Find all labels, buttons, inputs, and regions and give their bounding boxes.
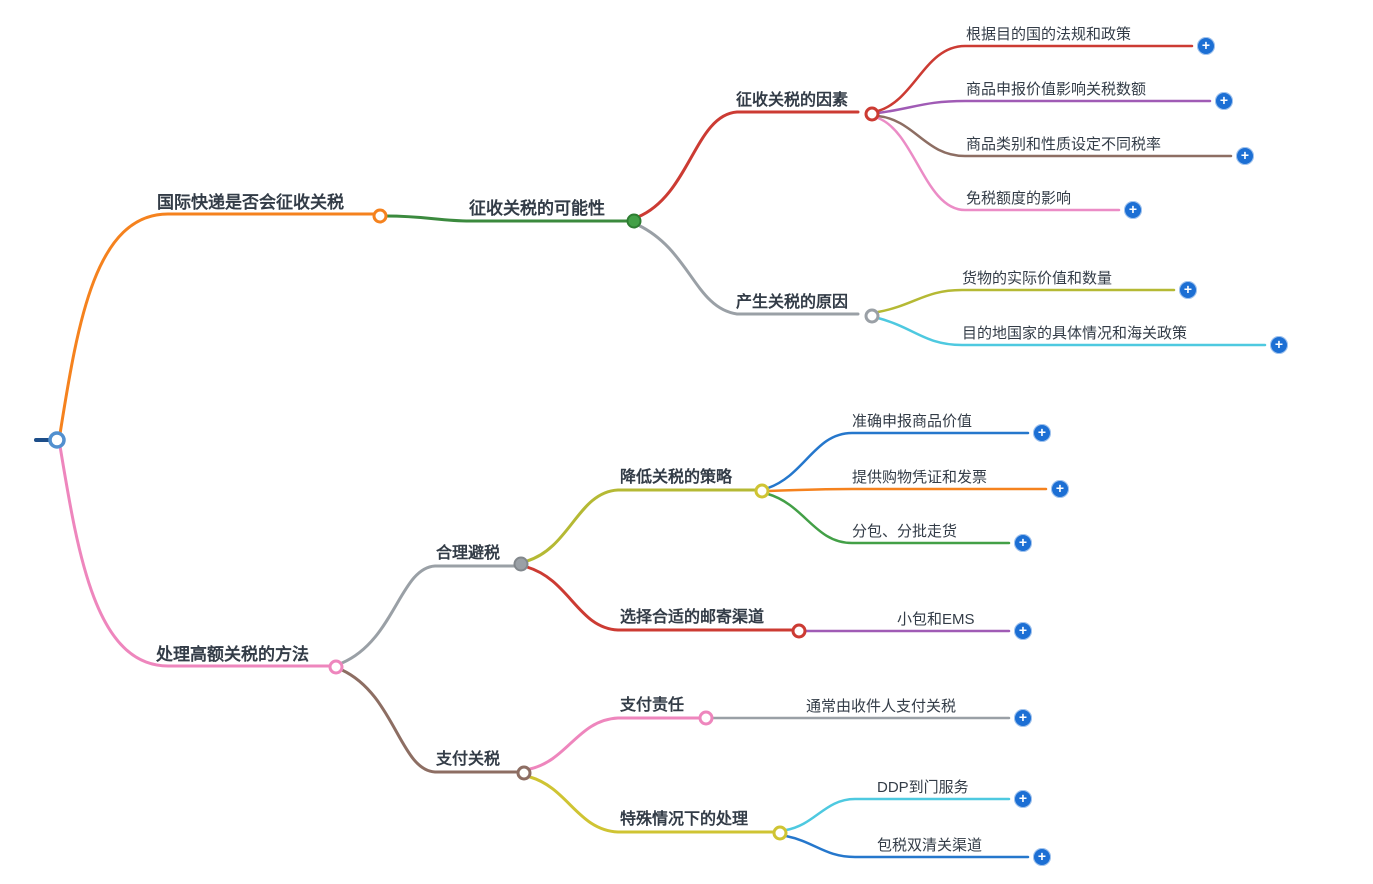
- link-special-leaf2: [784, 834, 1030, 859]
- link-reasons-leaf1: [876, 288, 1176, 314]
- node-payment[interactable]: [516, 765, 532, 781]
- expand-plus-icon[interactable]: +: [1270, 336, 1288, 354]
- link-root-branch1: [58, 212, 376, 436]
- link-possibility-reasons: [636, 223, 860, 316]
- link-root-branch2: [58, 444, 332, 668]
- expand-plus-icon[interactable]: +: [1014, 534, 1032, 552]
- expand-plus-icon[interactable]: +: [1033, 848, 1051, 866]
- node-root[interactable]: [48, 431, 66, 449]
- leaf-provide-receipts-invoices[interactable]: 提供购物凭证和发票: [852, 469, 988, 486]
- leaf-destination-customs-policy[interactable]: 目的地国家的具体情况和海关政策: [962, 325, 1188, 342]
- expand-plus-icon[interactable]: +: [1215, 92, 1233, 110]
- link-factors-leaf3: [876, 114, 1233, 158]
- leaf-ddp-service[interactable]: DDP到门服务: [877, 779, 969, 796]
- link-avoidance-strategies: [525, 488, 757, 563]
- node-strategies[interactable]: [754, 483, 770, 499]
- node-handle-high-duty-methods[interactable]: 处理高额关税的方法: [156, 645, 309, 664]
- link-factors-leaf4: [876, 116, 1121, 212]
- node-payment-duty[interactable]: 支付关税: [436, 751, 501, 768]
- leaf-tax-included-channel[interactable]: 包税双清关渠道: [877, 837, 983, 854]
- leaf-destination-regulations[interactable]: 根据目的国的法规和政策: [966, 26, 1132, 43]
- leaf-split-shipments[interactable]: 分包、分批走货: [852, 523, 958, 540]
- expand-plus-icon[interactable]: +: [1014, 790, 1032, 808]
- expand-plus-icon[interactable]: +: [1014, 622, 1032, 640]
- node-branch2[interactable]: [328, 659, 344, 675]
- leaf-small-packet-ems[interactable]: 小包和EMS: [897, 611, 975, 628]
- connector-lines: [34, 44, 1267, 859]
- node-duty-factors[interactable]: 征收关税的因素: [736, 92, 849, 109]
- leaf-declared-value[interactable]: 商品申报价值影响关税数额: [966, 81, 1147, 98]
- link-possibility-factors: [636, 110, 860, 219]
- expand-plus-icon[interactable]: +: [1051, 480, 1069, 498]
- node-duty-reduction-strategies[interactable]: 降低关税的策略: [620, 469, 733, 486]
- node-reasonable-tax-avoidance[interactable]: 合理避税: [436, 545, 501, 562]
- expand-plus-icon[interactable]: +: [1179, 281, 1197, 299]
- link-factors-leaf2: [876, 99, 1212, 115]
- node-special[interactable]: [772, 825, 788, 841]
- link-strategies-leaf2: [766, 487, 1048, 493]
- leaf-accurate-declaration[interactable]: 准确申报商品价值: [852, 413, 973, 430]
- node-choose-mailing-channel[interactable]: 选择合适的邮寄渠道: [620, 609, 765, 626]
- leaf-duty-free-allowance[interactable]: 免税额度的影响: [966, 190, 1072, 207]
- node-will-duty-be-levied[interactable]: 国际快递是否会征收关税: [157, 193, 344, 212]
- node-channel[interactable]: [791, 623, 807, 639]
- node-circles: [48, 106, 880, 841]
- link-payment-responsibility: [528, 716, 702, 771]
- expand-plus-icon[interactable]: +: [1014, 709, 1032, 727]
- node-possibility[interactable]: [626, 213, 642, 229]
- node-duty-possibility[interactable]: 征收关税的可能性: [469, 199, 605, 218]
- node-responsibility[interactable]: [698, 710, 714, 726]
- link-branch1-possibility: [384, 214, 630, 223]
- link-special-leaf1: [784, 797, 1011, 832]
- link-factors-leaf1: [876, 44, 1194, 113]
- link-branch2-avoidance: [340, 564, 517, 665]
- link-branch2-payment: [340, 668, 520, 774]
- node-reasons[interactable]: [864, 308, 880, 324]
- link-reasons-leaf2: [876, 316, 1267, 347]
- expand-plus-icon[interactable]: +: [1033, 424, 1051, 442]
- node-duty-reasons[interactable]: 产生关税的原因: [736, 294, 849, 311]
- link-strategies-leaf3: [766, 492, 1011, 545]
- node-avoidance[interactable]: [513, 556, 529, 572]
- node-factors[interactable]: [864, 106, 880, 122]
- expand-plus-icon[interactable]: +: [1197, 37, 1215, 55]
- link-strategies-leaf1: [766, 431, 1030, 490]
- node-payment-responsibility[interactable]: 支付责任: [620, 697, 685, 714]
- link-payment-special: [528, 775, 776, 834]
- leaf-actual-value-quantity[interactable]: 货物的实际价值和数量: [962, 270, 1113, 287]
- expand-plus-icon[interactable]: +: [1124, 201, 1142, 219]
- node-special-cases[interactable]: 特殊情况下的处理: [620, 811, 749, 828]
- node-branch1[interactable]: [372, 208, 388, 224]
- leaf-recipient-pays[interactable]: 通常由收件人支付关税: [806, 698, 957, 715]
- link-avoidance-channel: [525, 565, 795, 632]
- expand-plus-icon[interactable]: +: [1236, 147, 1254, 165]
- leaf-category-tax-rate[interactable]: 商品类别和性质设定不同税率: [966, 136, 1162, 153]
